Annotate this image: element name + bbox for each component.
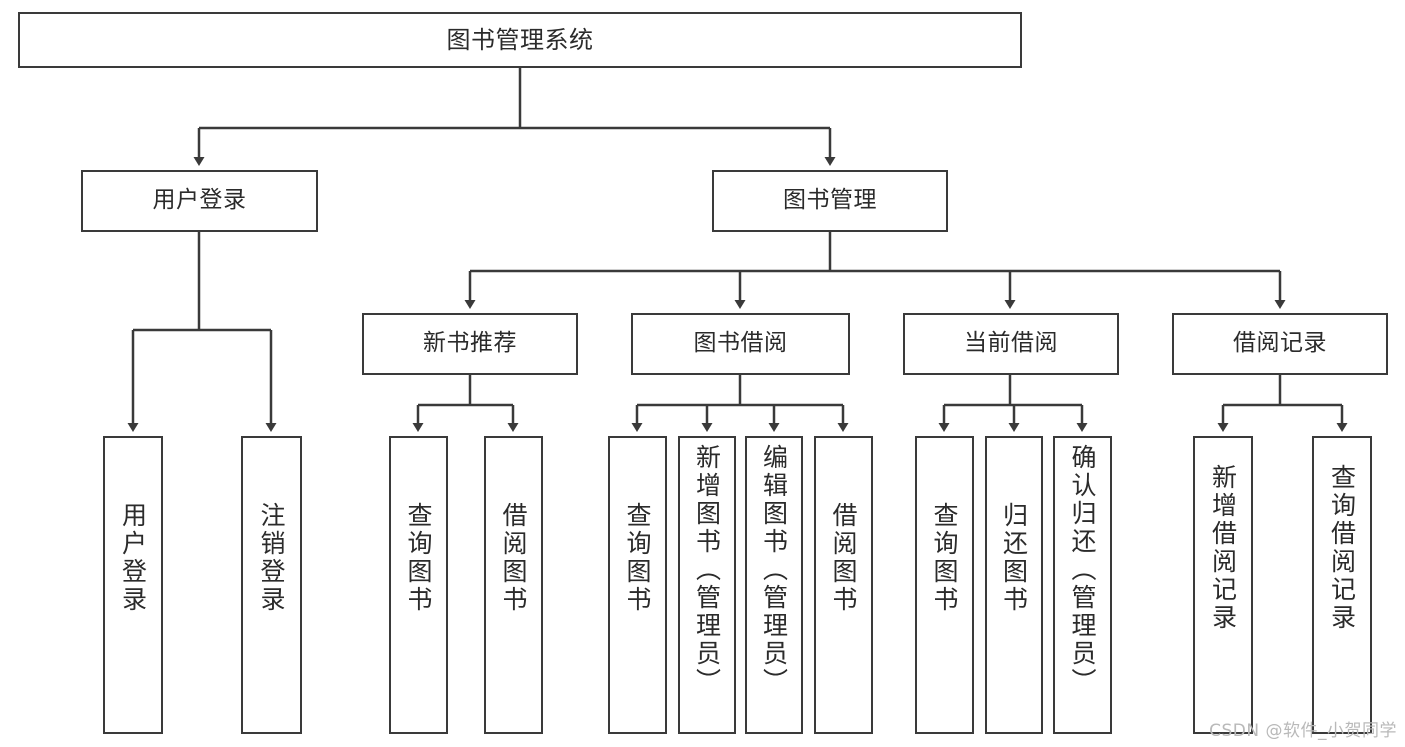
- node-leaf-return-book-label: 归还图书: [999, 502, 1029, 614]
- node-leaf-query-book-2[interactable]: 查询图书: [608, 436, 667, 734]
- node-leaf-edit-book-admin[interactable]: 编辑图书（管理员）: [745, 436, 803, 734]
- node-leaf-add-book-admin-label: 新增图书（管理员）: [692, 444, 722, 696]
- node-current-borrow[interactable]: 当前借阅: [903, 313, 1119, 375]
- node-leaf-query-book-2-label: 查询图书: [623, 502, 652, 614]
- watermark: CSDN @软件_小贺同学: [1209, 721, 1397, 741]
- node-current-borrow-label: 当前借阅: [964, 330, 1058, 357]
- node-leaf-query-book-3[interactable]: 查询图书: [915, 436, 974, 734]
- node-borrow-records[interactable]: 借阅记录: [1172, 313, 1388, 375]
- node-leaf-logout-label: 注销登录: [257, 502, 286, 614]
- node-leaf-borrow-book-1[interactable]: 借阅图书: [484, 436, 543, 734]
- node-leaf-add-book-admin[interactable]: 新增图书（管理员）: [678, 436, 736, 734]
- node-leaf-confirm-return-admin-label: 确认归还（管理员）: [1068, 444, 1097, 696]
- node-leaf-query-book-3-label: 查询图书: [930, 502, 959, 614]
- node-user-login[interactable]: 用户登录: [81, 170, 318, 232]
- node-book-borrow-label: 图书借阅: [693, 330, 788, 357]
- node-root-label: 图书管理系统: [446, 25, 594, 54]
- node-leaf-user-login[interactable]: 用户登录: [103, 436, 163, 734]
- node-leaf-query-borrow-record-label: 查询借阅记录: [1327, 464, 1357, 632]
- node-leaf-edit-book-admin-label: 编辑图书（管理员）: [759, 444, 789, 696]
- node-leaf-query-borrow-record[interactable]: 查询借阅记录: [1312, 436, 1372, 734]
- node-book-management-label: 图书管理: [783, 187, 877, 214]
- node-root[interactable]: 图书管理系统: [18, 12, 1022, 68]
- node-leaf-borrow-book-2-label: 借阅图书: [829, 502, 858, 614]
- node-leaf-query-book-1-label: 查询图书: [404, 502, 433, 614]
- node-leaf-confirm-return-admin[interactable]: 确认归还（管理员）: [1053, 436, 1112, 734]
- node-leaf-query-book-1[interactable]: 查询图书: [389, 436, 448, 734]
- node-book-management[interactable]: 图书管理: [712, 170, 948, 232]
- node-borrow-records-label: 借阅记录: [1233, 330, 1327, 357]
- node-leaf-borrow-book-2[interactable]: 借阅图书: [814, 436, 873, 734]
- node-leaf-add-borrow-record[interactable]: 新增借阅记录: [1193, 436, 1253, 734]
- node-leaf-borrow-book-1-label: 借阅图书: [499, 502, 528, 614]
- node-leaf-logout[interactable]: 注销登录: [241, 436, 302, 734]
- node-leaf-return-book[interactable]: 归还图书: [985, 436, 1043, 734]
- node-new-book-recommend[interactable]: 新书推荐: [362, 313, 578, 375]
- node-new-book-recommend-label: 新书推荐: [423, 330, 517, 357]
- node-user-login-label: 用户登录: [152, 187, 247, 214]
- node-leaf-user-login-label: 用户登录: [118, 502, 148, 614]
- node-book-borrow[interactable]: 图书借阅: [631, 313, 850, 375]
- node-leaf-add-borrow-record-label: 新增借阅记录: [1208, 464, 1238, 632]
